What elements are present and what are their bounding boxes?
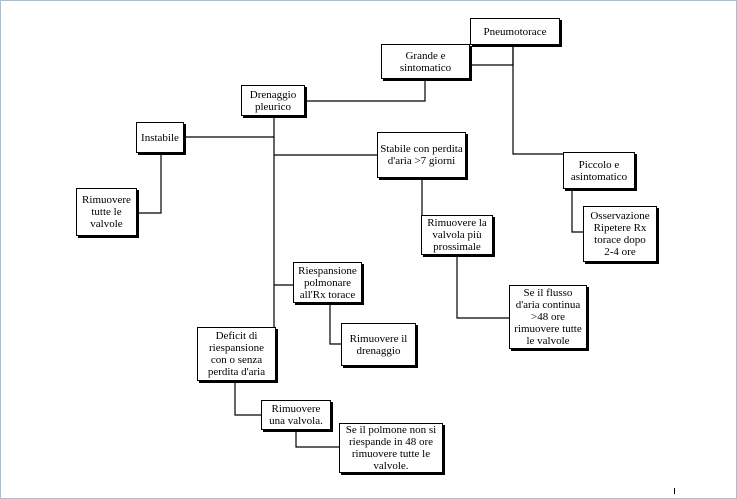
node-piccolo-asintomatico: Piccolo e asintomatico [563, 152, 635, 189]
page-tick-mark [674, 488, 675, 494]
node-instabile: Instabile [136, 122, 184, 153]
node-drenaggio-pleurico: Drenaggio pleurico [241, 85, 305, 116]
node-polmone-riespande: Se il polmone non si riespande in 48 ore… [339, 423, 443, 473]
node-stabile-perdita: Stabile con perdita d'aria >7 giorni [377, 132, 466, 178]
connector-prossimale-flusso [456, 255, 510, 319]
node-grande-sintomatico: Grande e sintomatico [381, 44, 470, 79]
node-osservazione: Osservazione Ripetere Rx torace dopo 2-4… [583, 206, 657, 262]
node-rimuovere-prossimale: Rimuovere la valvola più prossimale [421, 215, 493, 255]
node-rimuovere-una-valvola: Rimuovere una valvola. [261, 400, 331, 430]
node-rimuovere-tutte-valvole: Rimuovere tutte le valvole [76, 188, 137, 236]
node-pneumotorace: Pneumotorace [470, 18, 560, 45]
connector-riespansione-drenaggio [329, 303, 342, 345]
connector-grande-drenaggio [306, 79, 426, 102]
node-rimuovere-drenaggio: Rimuovere il drenaggio [341, 323, 416, 366]
connector-pneumo-piccolo [512, 46, 566, 164]
node-flusso-aria: Se il flusso d'aria continua >48 ore rim… [509, 285, 587, 349]
connector-piccolo-osservazione [571, 189, 584, 233]
connector-una-polmone [295, 429, 340, 448]
connector-instabile-rimuovere [138, 154, 162, 214]
node-riespansione-polmonare: Riespansione polmonare all'Rx torace [293, 262, 362, 303]
connector-deficit-una [234, 381, 262, 416]
node-deficit-riespansione: Deficit di riespansione con o senza perd… [197, 327, 276, 381]
connector-pneumo-grande [471, 46, 514, 66]
